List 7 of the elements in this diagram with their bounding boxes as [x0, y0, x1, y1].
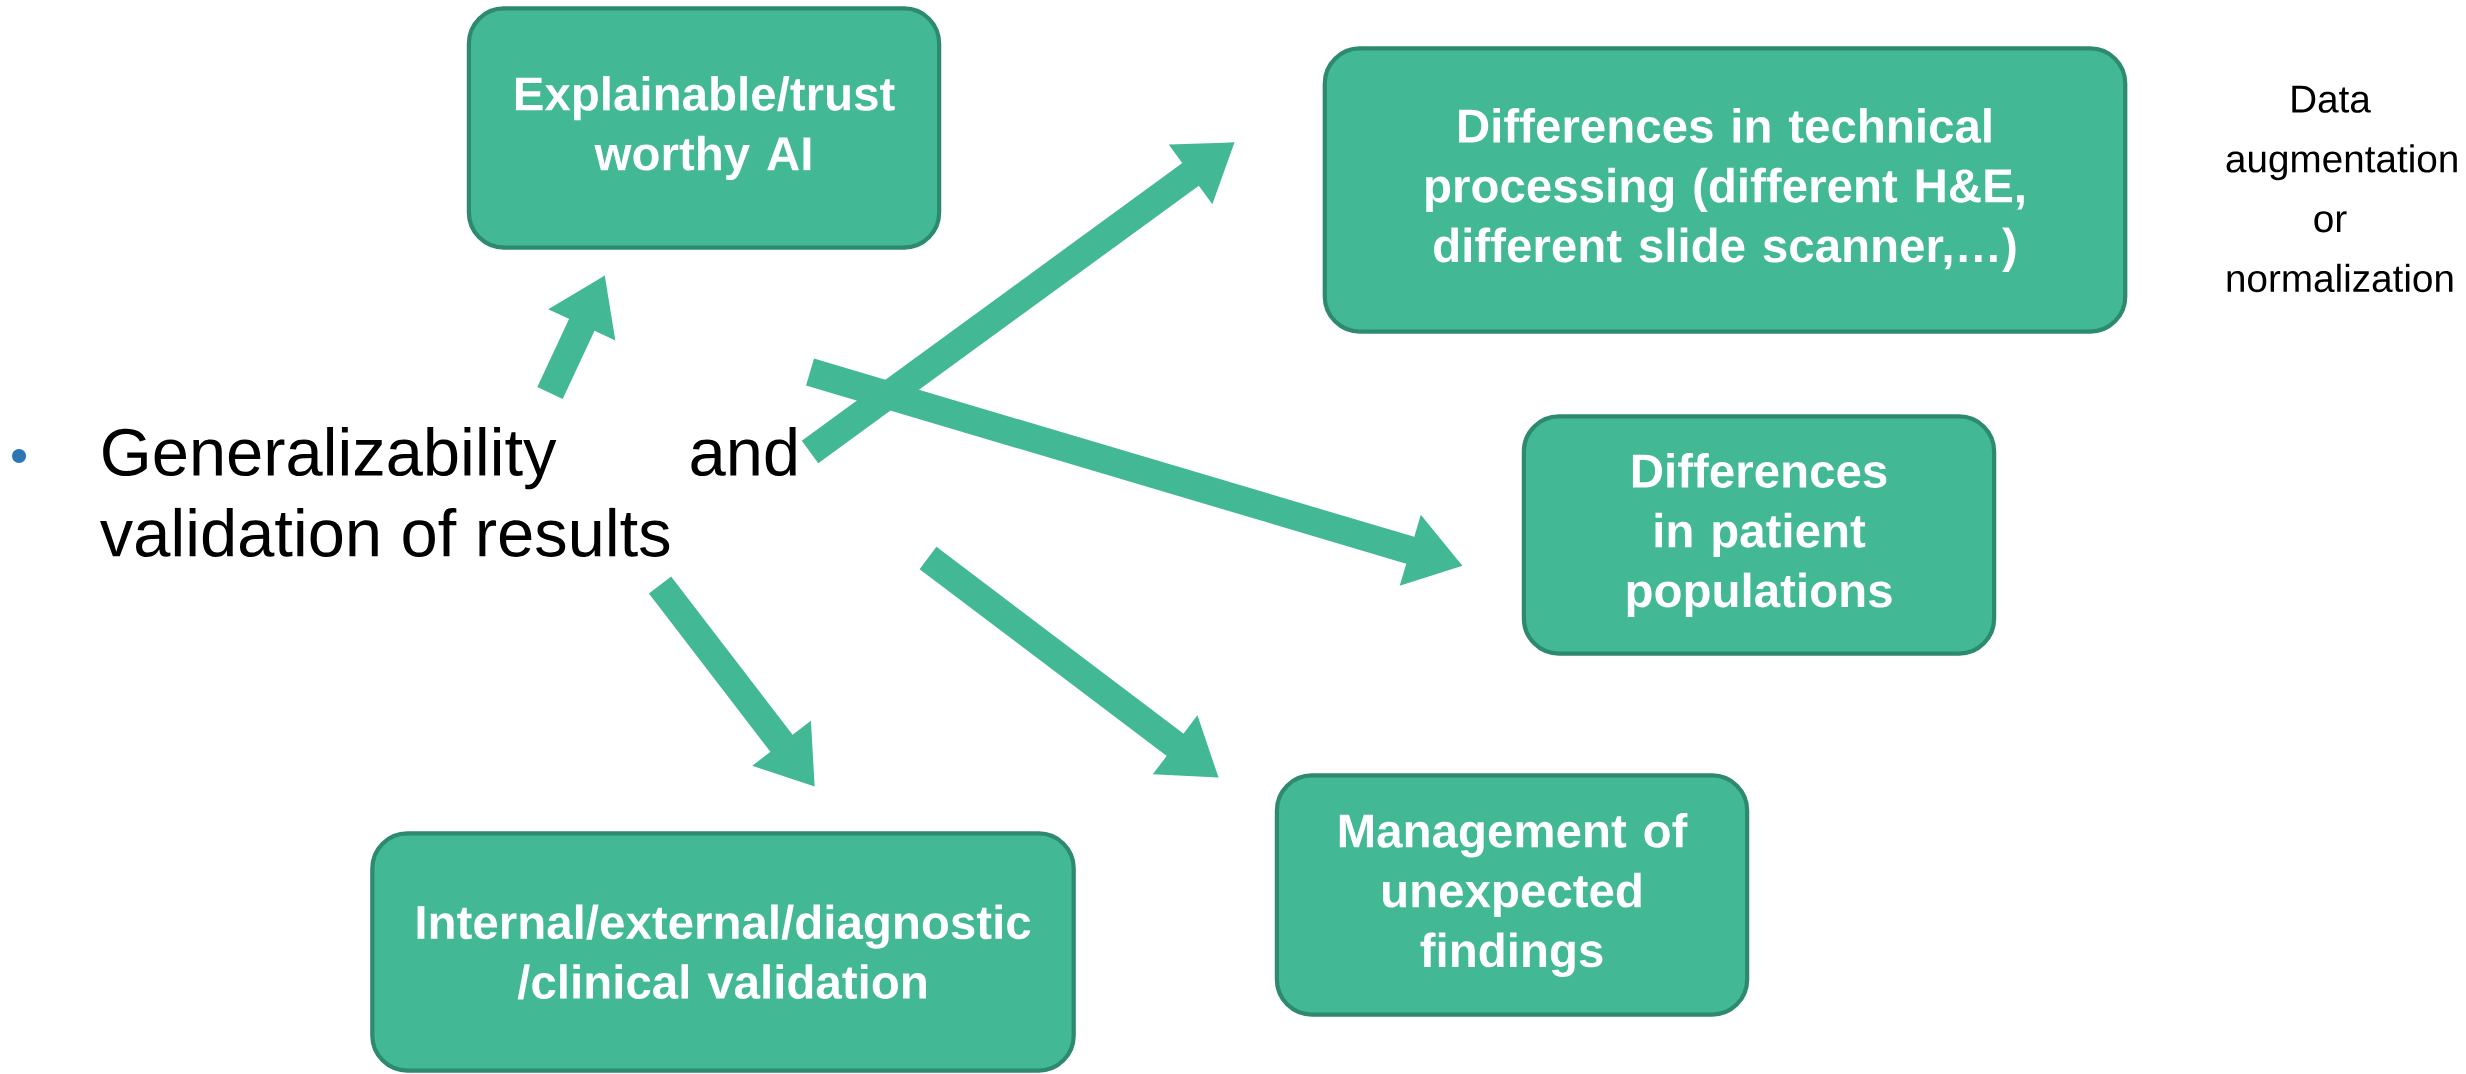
process-box: Differences in technical processing (different H&E, different slide scanner,…)	[1322, 46, 2128, 334]
process-box: Internal/external/diagnostic /clinical validation	[370, 831, 1076, 1073]
bullet-text: Generalizability and validation of results	[100, 427, 796, 557]
process-box: Management of unexpected findings	[1274, 773, 1750, 1017]
side-note: Data augmentation or normalization	[2226, 85, 2457, 293]
process-box: Differences in patient populations	[1521, 414, 1997, 656]
process-box: Explainable/trust worthy AI	[466, 6, 942, 250]
